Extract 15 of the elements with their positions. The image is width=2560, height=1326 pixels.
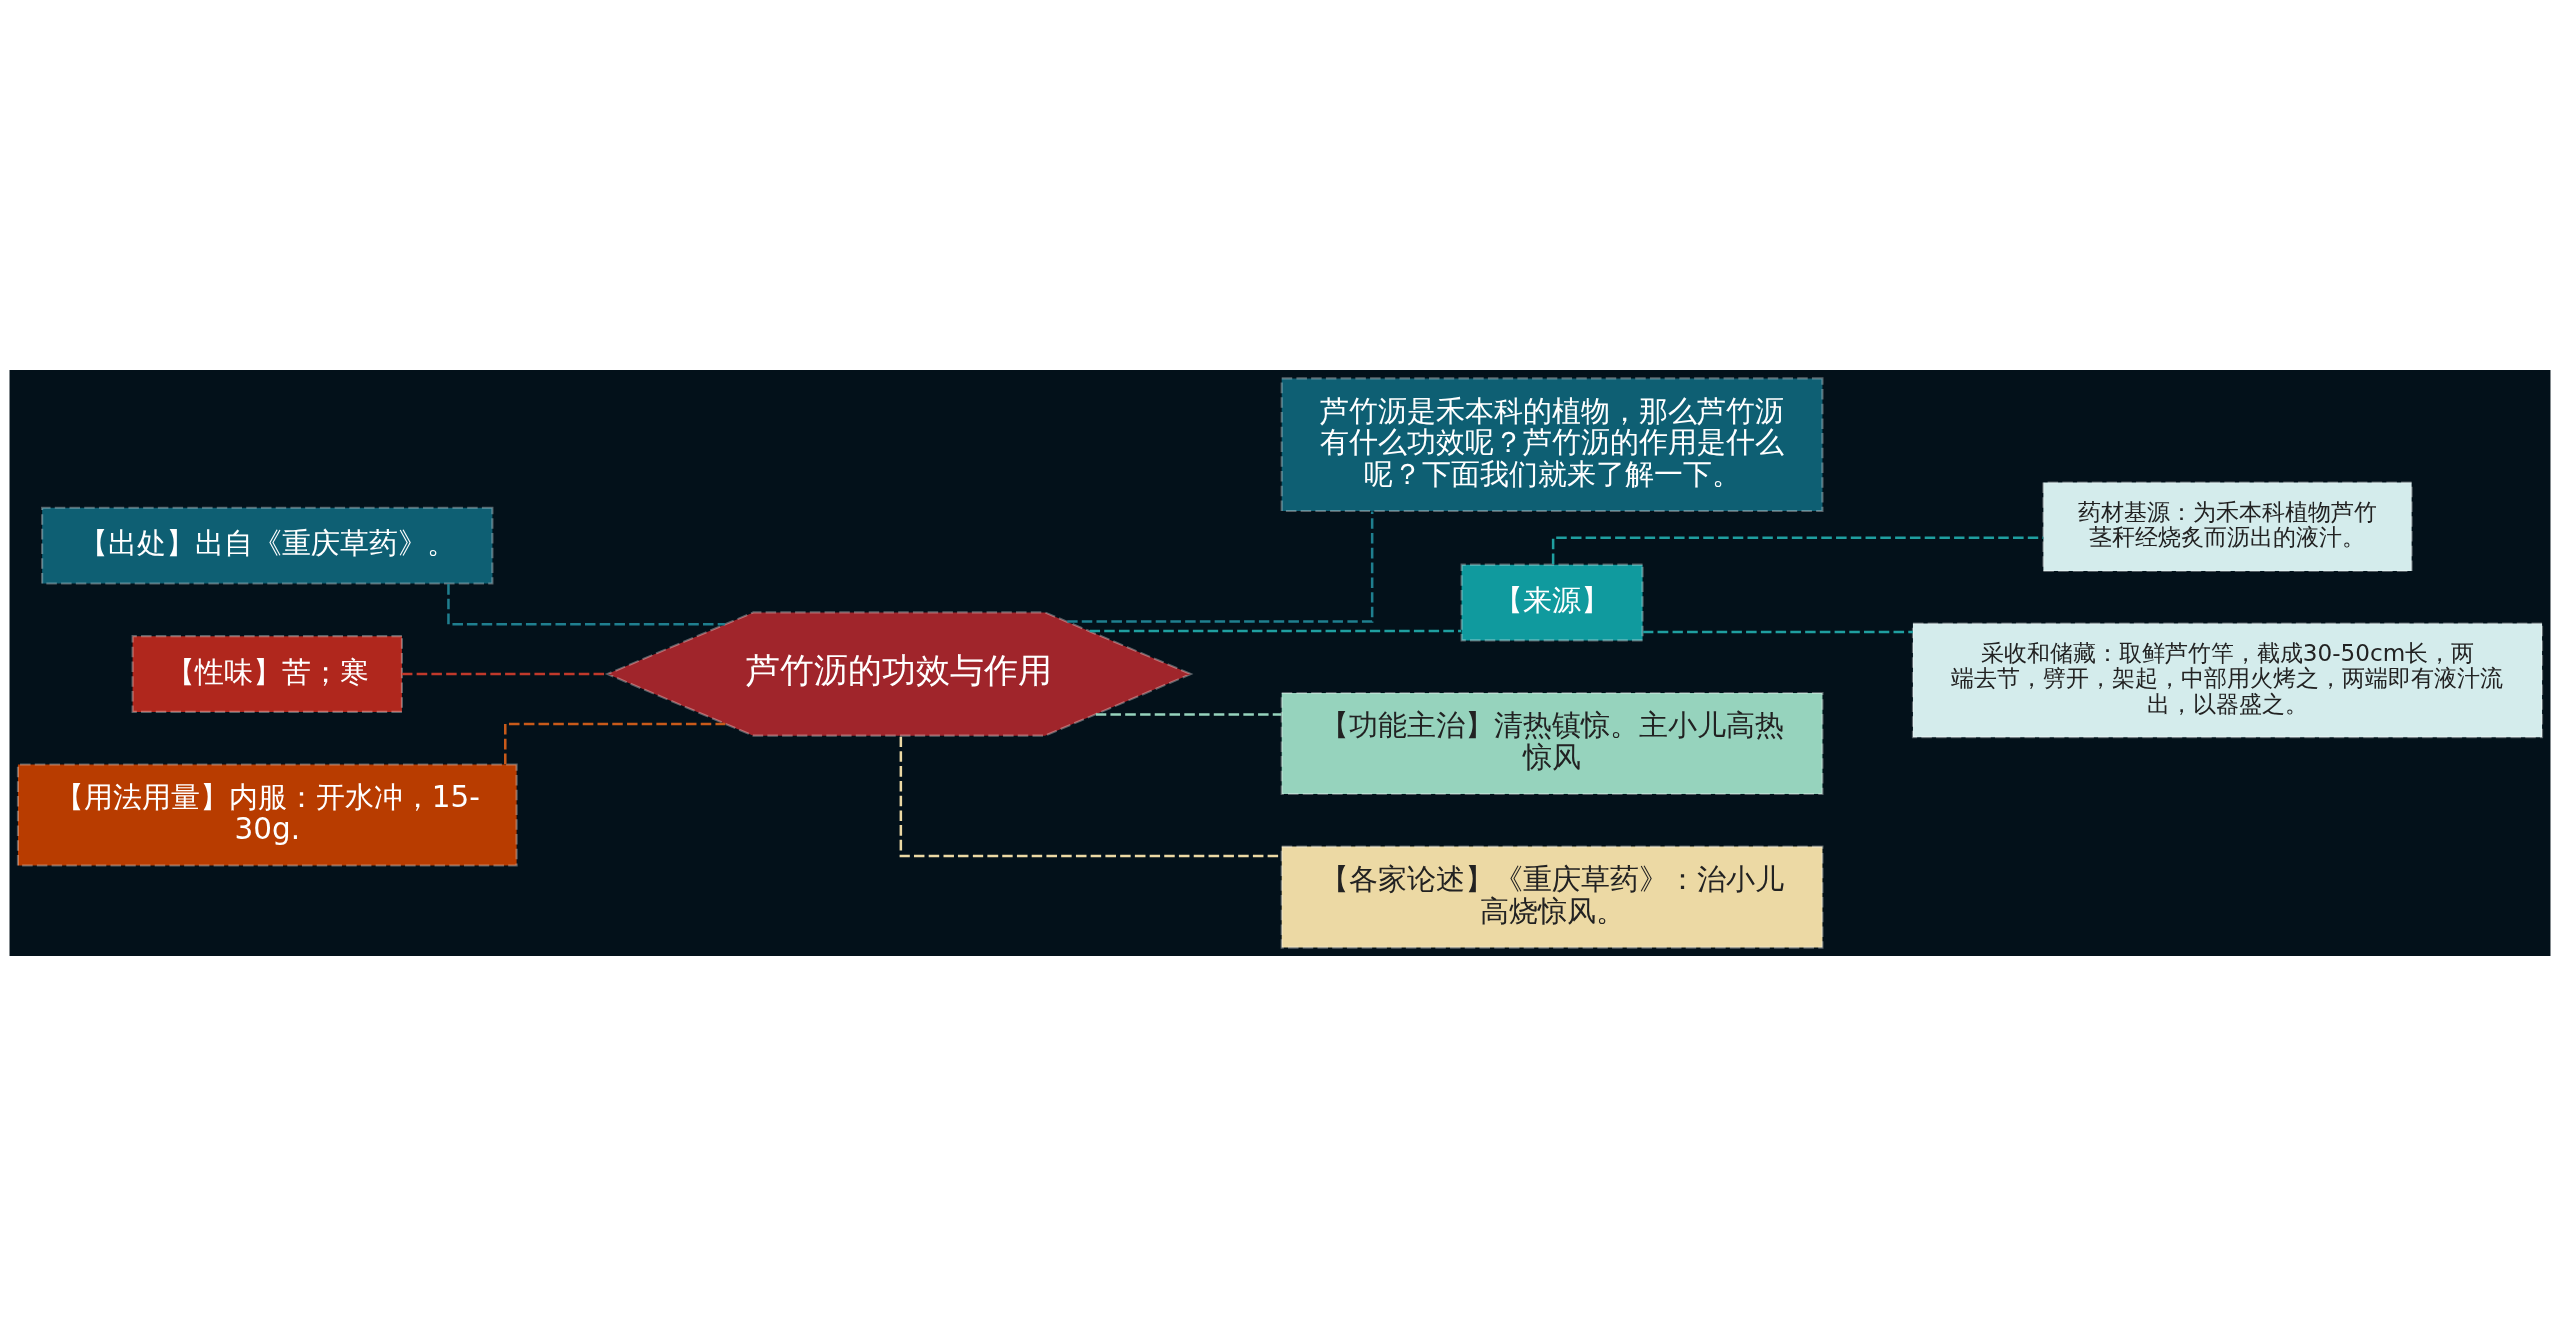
- node-box: 【性味】苦；寒: [131, 635, 403, 713]
- node-box: 【各家论述】《重庆草药》：治小儿高烧惊风。: [1280, 845, 1824, 949]
- connector: [1067, 511, 1374, 623]
- connector: [447, 584, 725, 626]
- connector: [1643, 630, 1913, 634]
- node-box: 【功能主治】清热镇惊。主小儿高热惊风: [1280, 691, 1824, 796]
- node-box: 【用法用量】内服：开水冲，15-30g.: [16, 763, 518, 867]
- connector: [1089, 629, 1462, 633]
- node-box: 芦竹沥是禾本科的植物，那么芦竹沥有什么功效呢？芦竹沥的作用是什么呢？下面我们就来了解一下。: [1280, 377, 1824, 513]
- connector: [1095, 713, 1282, 716]
- node-box: 采收和储藏：取鲜芦竹竿，截成30-50cm长，两端去节，劈开，架起，中部用火烤之，两端即有液汁流出，以器盛之。: [1911, 622, 2544, 739]
- node-box: 【来源】: [1460, 563, 1644, 642]
- node-box: 药材基源：为禾本科植物芦竹茎秆经烧炙而沥出的液汁。: [2042, 481, 2413, 572]
- connector: [504, 722, 726, 765]
- node-box: 【出处】出自《重庆草药》。: [41, 506, 494, 585]
